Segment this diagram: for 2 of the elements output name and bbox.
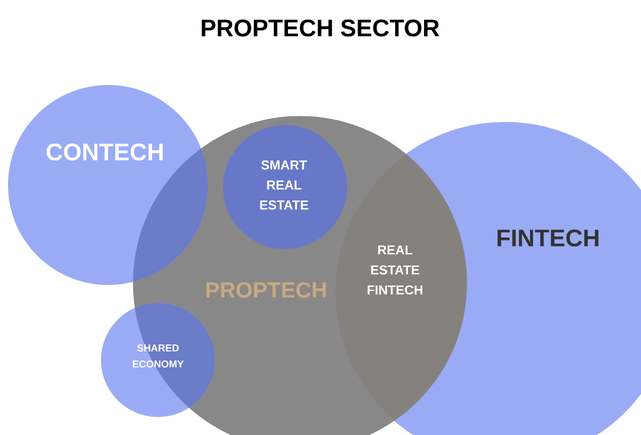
overlap-region: REAL ESTATE FINTECH xyxy=(368,245,422,295)
title: PROPTECH SECTOR xyxy=(202,20,440,36)
